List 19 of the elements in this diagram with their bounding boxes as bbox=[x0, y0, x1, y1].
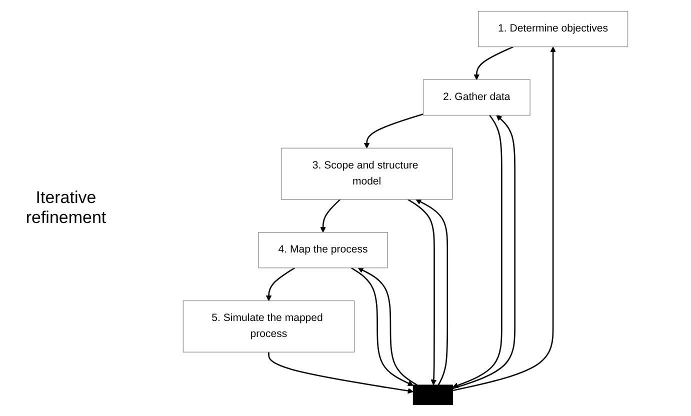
arrow bbox=[416, 199, 448, 386]
arrow bbox=[350, 267, 414, 386]
node-box: 1. Determine objectives bbox=[478, 10, 628, 48]
arrow bbox=[408, 198, 437, 386]
node-box: 3. Scope and structure model bbox=[280, 148, 453, 200]
node-bar bbox=[412, 384, 454, 406]
node-box: 4. Map the process bbox=[258, 232, 388, 268]
arrow bbox=[266, 267, 296, 302]
arrow bbox=[320, 198, 341, 233]
arrow bbox=[452, 46, 556, 392]
node-box: 5. Simulate the mapped process bbox=[182, 300, 355, 352]
arrow bbox=[474, 46, 514, 80]
arrow bbox=[358, 268, 418, 386]
arrow bbox=[364, 113, 424, 148]
node-box: 2. Gather data bbox=[422, 79, 530, 116]
annotation-text: Iterative refinement bbox=[24, 188, 108, 228]
arrow bbox=[452, 114, 502, 388]
arrow bbox=[452, 114, 516, 390]
arrow bbox=[268, 352, 414, 394]
